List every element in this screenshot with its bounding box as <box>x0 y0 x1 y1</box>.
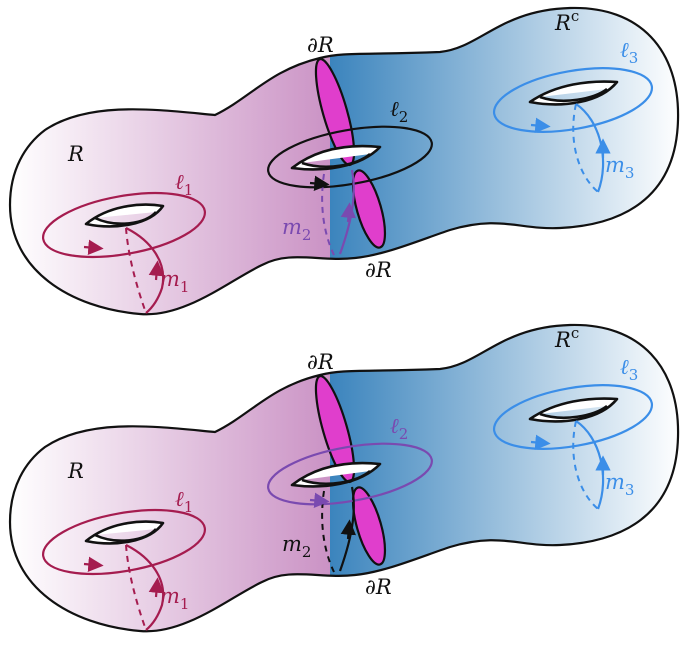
label-boundary-lower: ∂R <box>365 258 392 282</box>
boundary-disc-lower <box>351 486 387 566</box>
handle-hole-right <box>528 80 619 106</box>
arrow-m1 <box>148 260 165 281</box>
label-boundary-upper: ∂R <box>307 350 334 374</box>
loop-m1 <box>125 544 165 631</box>
label-l2: ℓ2 <box>390 414 408 443</box>
handle-hole-left <box>84 520 165 545</box>
loop-l3 <box>492 67 654 133</box>
boundary-disc-lower <box>351 169 387 249</box>
label-Rc: Rc <box>554 7 579 35</box>
handle-hole-right <box>528 397 619 423</box>
handle-hole-left <box>84 203 165 228</box>
label-boundary-upper: ∂R <box>307 33 334 57</box>
label-m1: m1 <box>160 267 189 296</box>
loop-m1-hidden <box>125 227 147 314</box>
label-l3: ℓ3 <box>620 355 638 384</box>
label-boundary-lower: ∂R <box>365 575 392 599</box>
label-m2: m2 <box>282 215 311 244</box>
arrow-m2 <box>340 519 357 540</box>
arrow-m2 <box>340 202 357 223</box>
label-m3: m3 <box>605 153 634 182</box>
arrow-l2 <box>309 175 330 192</box>
arrow-l3 <box>530 117 551 134</box>
bottom-panel: R Rc ∂R ∂R ℓ1 m1 ℓ2 m2 ℓ3 m3 <box>8 323 680 633</box>
arrow-m1 <box>148 577 165 598</box>
surface-outline <box>8 6 680 316</box>
surface-outline <box>8 323 680 633</box>
loop-l3 <box>492 384 654 450</box>
label-R: R <box>67 459 84 483</box>
loop-m1-hidden <box>125 544 147 631</box>
label-m3: m3 <box>605 470 634 499</box>
top-panel: R Rc ∂R ∂R ℓ1 m1 ℓ2 m2 ℓ3 m3 <box>8 6 680 316</box>
arrow-l1 <box>83 239 104 256</box>
label-l1: ℓ1 <box>175 170 193 199</box>
label-R: R <box>67 142 84 166</box>
arrow-l1 <box>83 556 104 573</box>
label-l3: ℓ3 <box>620 38 638 67</box>
label-m2: m2 <box>282 532 311 561</box>
arrow-l3 <box>530 434 551 451</box>
loop-m1 <box>125 227 165 314</box>
arrow-l2 <box>309 492 330 509</box>
handle-hole-middle <box>290 461 382 488</box>
handle-hole-middle <box>290 144 382 171</box>
label-m1: m1 <box>160 584 189 613</box>
label-Rc: Rc <box>554 324 579 352</box>
label-l1: ℓ1 <box>175 487 193 516</box>
label-l2: ℓ2 <box>390 97 408 126</box>
